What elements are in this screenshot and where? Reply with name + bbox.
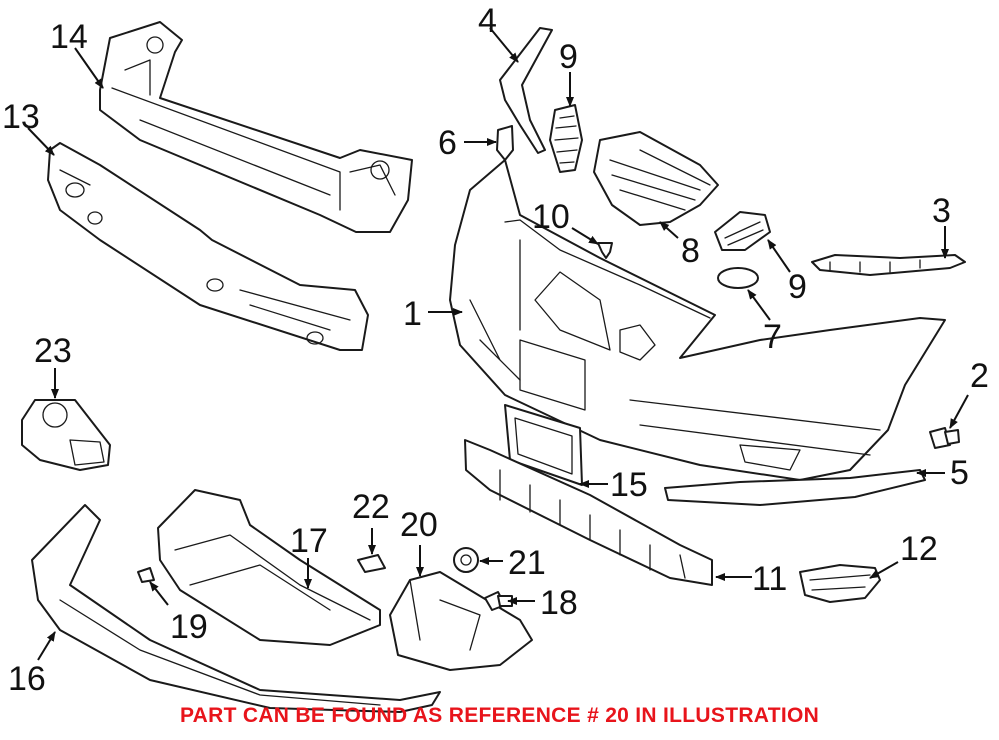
part-nut: [453, 547, 479, 573]
label-6: 6: [438, 124, 457, 162]
part-spoiler: [31, 504, 441, 713]
part-lower-grille: [464, 439, 713, 586]
label-13: 13: [2, 98, 40, 136]
label-2: 2: [970, 357, 989, 395]
label-19: 19: [170, 608, 208, 646]
part-fog-lamp-cover: [799, 564, 881, 603]
label-22: 22: [352, 488, 390, 526]
label-1: 1: [403, 295, 422, 333]
part-screw: [484, 591, 513, 611]
label-7: 7: [763, 318, 782, 356]
label-5: 5: [950, 454, 969, 492]
part-splash-shield: [157, 489, 381, 646]
label-23: 23: [34, 332, 72, 370]
label-20: 20: [400, 506, 438, 544]
label-10: 10: [532, 198, 570, 236]
part-energy-absorber: [47, 142, 369, 351]
label-3: 3: [932, 192, 951, 230]
part-gasket: [717, 267, 759, 289]
part-main-grille: [593, 131, 719, 226]
label-11: 11: [752, 560, 787, 598]
part-lower-molding: [664, 469, 926, 506]
label-8: 8: [681, 232, 700, 270]
part-trim-strip: [499, 27, 553, 154]
label-4: 4: [478, 2, 497, 40]
label-12: 12: [900, 530, 938, 568]
part-clip-22: [357, 554, 386, 573]
part-air-duct: [389, 571, 533, 671]
label-17: 17: [290, 522, 328, 560]
part-clip: [597, 242, 613, 259]
label-14: 14: [50, 18, 88, 56]
label-9a: 9: [559, 38, 578, 76]
part-grille-right: [714, 211, 771, 251]
label-16: 16: [8, 660, 46, 698]
part-reinforcement-bar: [99, 21, 413, 233]
leader-lines: [27, 27, 969, 661]
part-bracket-strip: [811, 254, 966, 276]
callout-labels: 1 2 3 4 5 6 7 8 9 9 10 11 12 13 14 15 16…: [2, 2, 989, 698]
reference-note: PART CAN BE FOUND AS REFERENCE # 20 IN I…: [179, 704, 820, 727]
part-cover-small: [496, 125, 514, 161]
label-18: 18: [540, 584, 578, 622]
label-21: 21: [508, 544, 546, 582]
part-sensor-housing: [21, 399, 111, 471]
label-15: 15: [610, 466, 648, 504]
label-9b: 9: [788, 268, 807, 306]
part-grille-left: [549, 104, 583, 173]
part-bolt: [929, 427, 960, 449]
part-bumper-cover: [449, 159, 946, 481]
part-small-clip: [137, 567, 155, 583]
